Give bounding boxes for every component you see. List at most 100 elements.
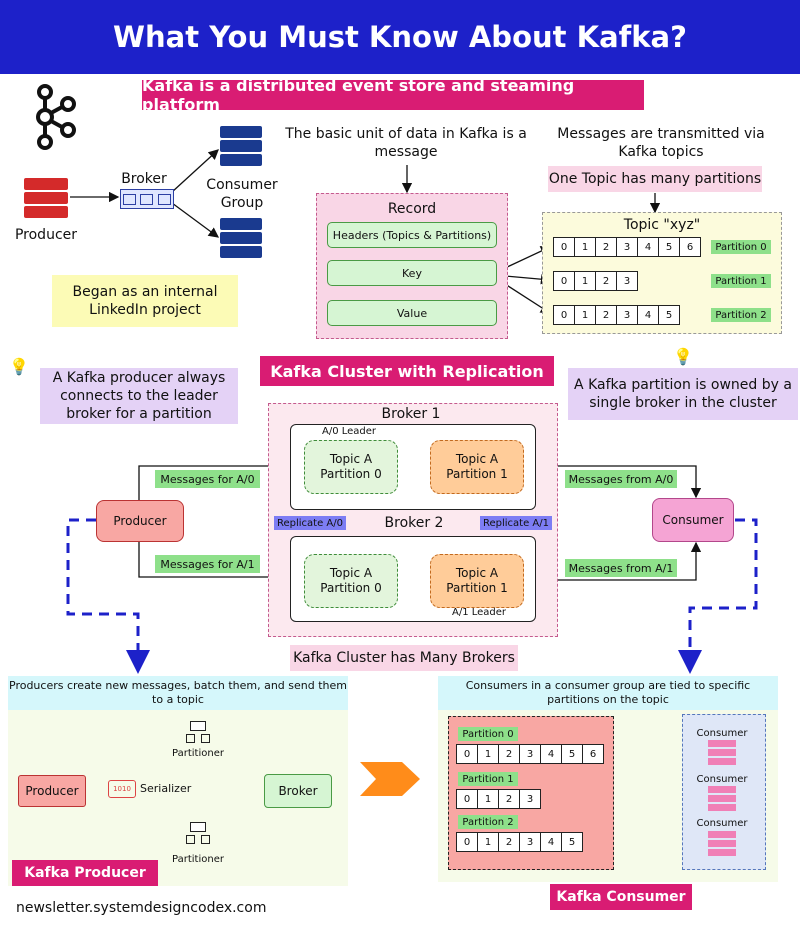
- producer-server-icon: [24, 178, 68, 220]
- subtitle-banner: Kafka is a distributed event store and s…: [142, 76, 644, 114]
- partition-label: Partition 2: [711, 308, 771, 322]
- consumer-label-3: Consumer: [696, 818, 748, 829]
- producer-to-b1p0-arrow: [138, 460, 306, 500]
- producer-section-header: Producers create new messages, batch the…: [8, 676, 348, 710]
- consumer-offset-cell: 2: [498, 744, 520, 764]
- partition-label: Partition 1: [711, 274, 771, 288]
- consumer-offset-cell: 5: [561, 832, 583, 852]
- offset-cell: 3: [616, 237, 638, 257]
- offset-cell: 0: [553, 305, 575, 325]
- linkedin-note: Began as an internal LinkedIn project: [52, 275, 238, 327]
- offset-cell: 0: [553, 271, 575, 291]
- producer-section-broker: Broker: [264, 774, 332, 808]
- consumer-offset-cell: 0: [456, 744, 478, 764]
- msg-for-a1-tag: Messages for A/1: [155, 555, 260, 573]
- record-field-headers: Headers (Topics & Partitions): [327, 222, 497, 248]
- consumer-offset-cell: 0: [456, 832, 478, 852]
- broker2-title: Broker 2: [384, 515, 444, 531]
- msg-for-a0-tag: Messages for A/0: [155, 470, 260, 488]
- partitioner-label-bottom: Partitioner: [172, 854, 224, 865]
- producer-label: Producer: [14, 227, 78, 243]
- lightbulb-icon-left: 💡: [9, 357, 29, 376]
- partitioner-icon-bottom: [186, 822, 210, 844]
- offset-cell: 0: [553, 237, 575, 257]
- broker-queue-icon: [120, 189, 174, 209]
- serializer-label: Serializer: [140, 782, 192, 795]
- consumer-offset-cell: 2: [498, 832, 520, 852]
- broker-to-consumer-top-arrow: [171, 149, 219, 193]
- footer-url: newsletter.systemdesigncodex.com: [16, 900, 267, 916]
- b1-to-consumer-arrow: [535, 465, 702, 499]
- broker-label: Broker: [121, 171, 167, 187]
- consumer-partition-label: Partition 2: [458, 815, 518, 829]
- producer-dashed-connector: [66, 518, 150, 674]
- consumer-offset-cell: 1: [477, 832, 499, 852]
- offset-cell: 5: [658, 237, 680, 257]
- topic-title: Topic "xyz": [623, 217, 701, 233]
- offset-cell: 5: [658, 305, 680, 325]
- msg-from-a0-tag: Messages from A/0: [565, 470, 677, 488]
- chevron-right-icon: [360, 762, 420, 796]
- record-field-key: Key: [327, 260, 497, 286]
- broker-to-consumer-bottom-arrow: [171, 202, 220, 238]
- partitioner-label-top: Partitioner: [172, 748, 224, 759]
- consumer-server-icon-top: [220, 126, 262, 168]
- record-field-value: Value: [327, 300, 497, 326]
- offset-cell: 6: [679, 237, 701, 257]
- consumer-section-header: Consumers in a consumer group are tied t…: [438, 676, 778, 710]
- offset-cell: 1: [574, 237, 596, 257]
- replicate-a0-tag: Replicate A/0: [274, 516, 346, 530]
- b2-to-consumer-arrow: [535, 541, 702, 581]
- offset-cell: 2: [595, 271, 617, 291]
- topics-note: Messages are transmitted via Kafka topic…: [557, 126, 765, 160]
- b2-partition1: Topic A Partition 1: [430, 554, 524, 608]
- consumer-offset-cell: 6: [582, 744, 604, 764]
- consumer-partition-label: Partition 0: [458, 727, 518, 741]
- consumer-offset-cell: 3: [519, 789, 541, 809]
- many-brokers-note: Kafka Cluster has Many Brokers: [290, 645, 518, 671]
- message-unit-note: The basic unit of data in Kafka is a mes…: [285, 126, 527, 160]
- serializer-icon: 1010: [108, 780, 136, 798]
- consumer-partition-label: Partition 1: [458, 772, 518, 786]
- consumer-offset-cell: 5: [561, 744, 583, 764]
- consumer-offset-cell: 0: [456, 789, 478, 809]
- record-title: Record: [387, 201, 437, 217]
- kafka-consumer-banner: Kafka Consumer: [550, 884, 692, 910]
- page-title: What You Must Know About Kafka?: [0, 0, 800, 74]
- consumer-offset-cell: 2: [498, 789, 520, 809]
- consumer-label-2: Consumer: [696, 774, 748, 785]
- b1-partition0: Topic A Partition 0: [304, 440, 398, 494]
- a0-leader-label: A/0 Leader: [322, 426, 377, 437]
- broker1-title: Broker 1: [381, 406, 441, 422]
- kafka-logo-icon: [36, 84, 76, 150]
- consumer-group-label: Consumer Group: [206, 177, 278, 211]
- partitioner-icon-top: [186, 721, 210, 743]
- b2-partition0: Topic A Partition 0: [304, 554, 398, 608]
- kafka-producer-banner: Kafka Producer: [12, 860, 158, 886]
- b1-partition1: Topic A Partition 1: [430, 440, 524, 494]
- offset-cell: 2: [595, 305, 617, 325]
- cluster-banner: Kafka Cluster with Replication: [260, 356, 554, 386]
- consumer-offset-cell: 1: [477, 789, 499, 809]
- offset-cell: 4: [637, 305, 659, 325]
- msg-from-a1-tag: Messages from A/1: [565, 559, 677, 577]
- consumer-server-icon-3: [708, 831, 736, 857]
- consumer-offset-cell: 4: [540, 832, 562, 852]
- offset-cell: 3: [616, 271, 638, 291]
- record-box: Record Headers (Topics & Partitions) Key…: [316, 193, 508, 339]
- consumer-server-icon-1: [708, 740, 736, 766]
- partitions-note: One Topic has many partitions: [548, 166, 762, 192]
- consumer-label-1: Consumer: [696, 728, 748, 739]
- offset-cell: 4: [637, 237, 659, 257]
- partition-owner-note: A Kafka partition is owned by a single b…: [568, 368, 798, 420]
- cluster-consumer-node: Consumer: [652, 498, 734, 542]
- producer-section-producer: Producer: [18, 775, 86, 807]
- producer-to-b2-arrow: [138, 540, 292, 583]
- consumer-offset-cell: 3: [519, 744, 541, 764]
- consumer-offset-cell: 1: [477, 744, 499, 764]
- offset-cell: 1: [574, 305, 596, 325]
- offset-cell: 3: [616, 305, 638, 325]
- consumer-dashed-connector: [678, 518, 758, 674]
- replicate-a1-tag: Replicate A/1: [480, 516, 552, 530]
